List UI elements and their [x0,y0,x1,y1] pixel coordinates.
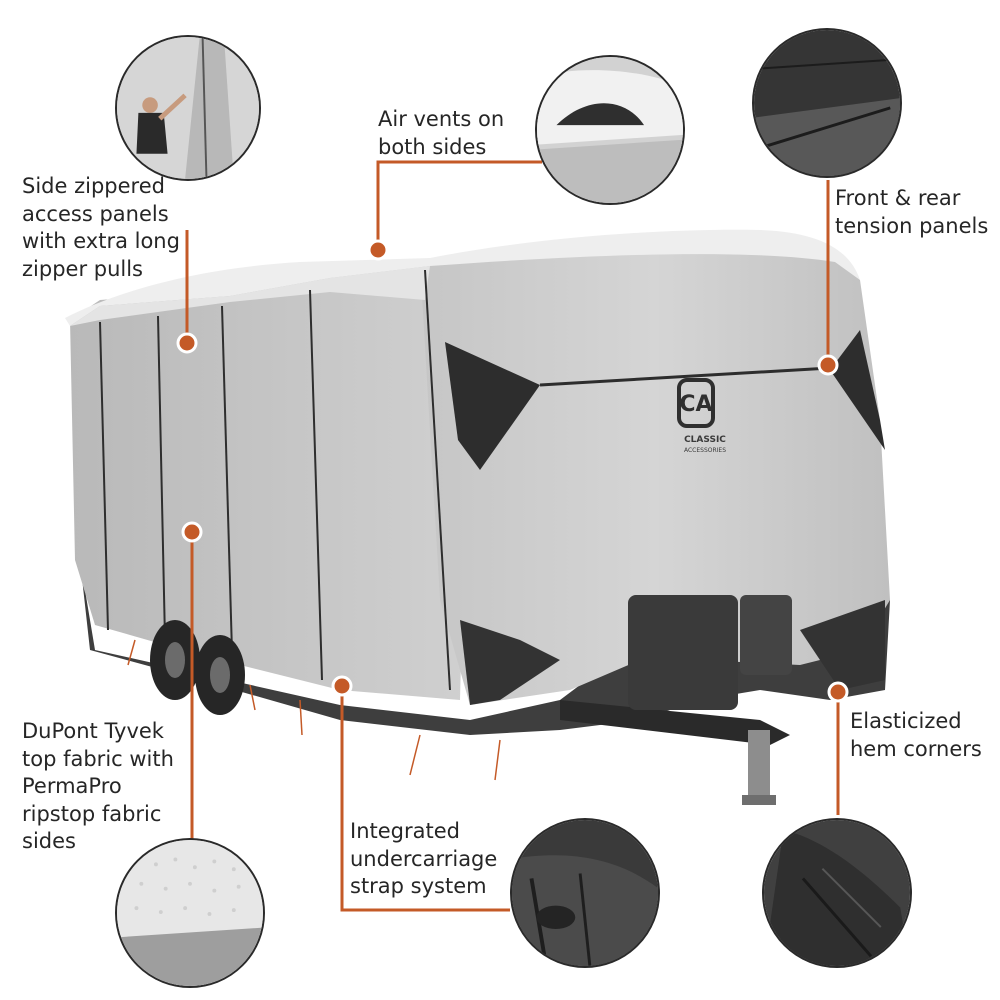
tension-callout: Front & rear tension panels [835,185,988,240]
tension-panel-left [445,342,540,470]
fabric-line-2: top fabric with [22,746,174,771]
side-zipper-line-1: Side zippered [22,174,165,198]
straps-line-3: strap system [350,874,487,898]
side-zipper-callout: Side zippered access panels with extra l… [22,173,180,283]
cover-roof [65,229,860,326]
strap-detail-icon [510,818,660,968]
trailer-wheels [150,620,245,715]
tension-line-2: tension panels [835,213,989,238]
fabric-line-3: PermaPro [22,774,122,798]
hem-line-1: Elasticized [850,709,962,733]
air-vents-line-2: both sides [378,134,487,159]
callout-dots [176,239,849,703]
trailer-tongue [560,700,790,745]
logo-brand: CLASSIC [684,435,726,445]
fabric-line-4: ripstop fabric [22,801,162,826]
air-vent-detail-icon [535,55,685,205]
callout-leaders [185,160,840,912]
tension-line-1: Front & rear [835,186,961,210]
straps-callout: Integrated undercarriage strap system [350,818,497,901]
hem-corner-detail-icon [762,818,912,968]
hem-callout: Elasticized hem corners [850,708,982,763]
cover-side [70,262,470,700]
cover-front [420,248,890,705]
straps-line-2: undercarriage [350,846,498,871]
side-zipper-line-3: with extra long [22,229,180,253]
hem-line-2: hem corners [850,736,982,761]
tongue-jack [748,730,770,805]
propane-box [628,595,738,710]
fabric-line-1: DuPont Tyvek [22,719,164,743]
fabric-callout: DuPont Tyvek top fabric with PermaPro ri… [22,718,174,856]
straps-line-1: Integrated [350,819,460,843]
logo-letters: CA [679,392,712,417]
fabric-detail-icon [115,838,265,988]
zipper-detail-icon [115,35,261,181]
logo-sub: ACCESSORIES [684,447,726,454]
tension-panel-right [830,330,885,450]
fabric-line-5: sides [22,829,76,853]
side-zipper-line-2: access panels [22,201,169,226]
tension-panel-detail-icon [752,28,902,178]
air-vents-line-1: Air vents on [378,107,505,131]
classic-accessories-logo: CA CLASSIC ACCESSORIES [677,378,726,454]
side-zipper-line-4: zipper pulls [22,256,143,281]
air-vents-callout: Air vents on both sides [378,106,504,161]
